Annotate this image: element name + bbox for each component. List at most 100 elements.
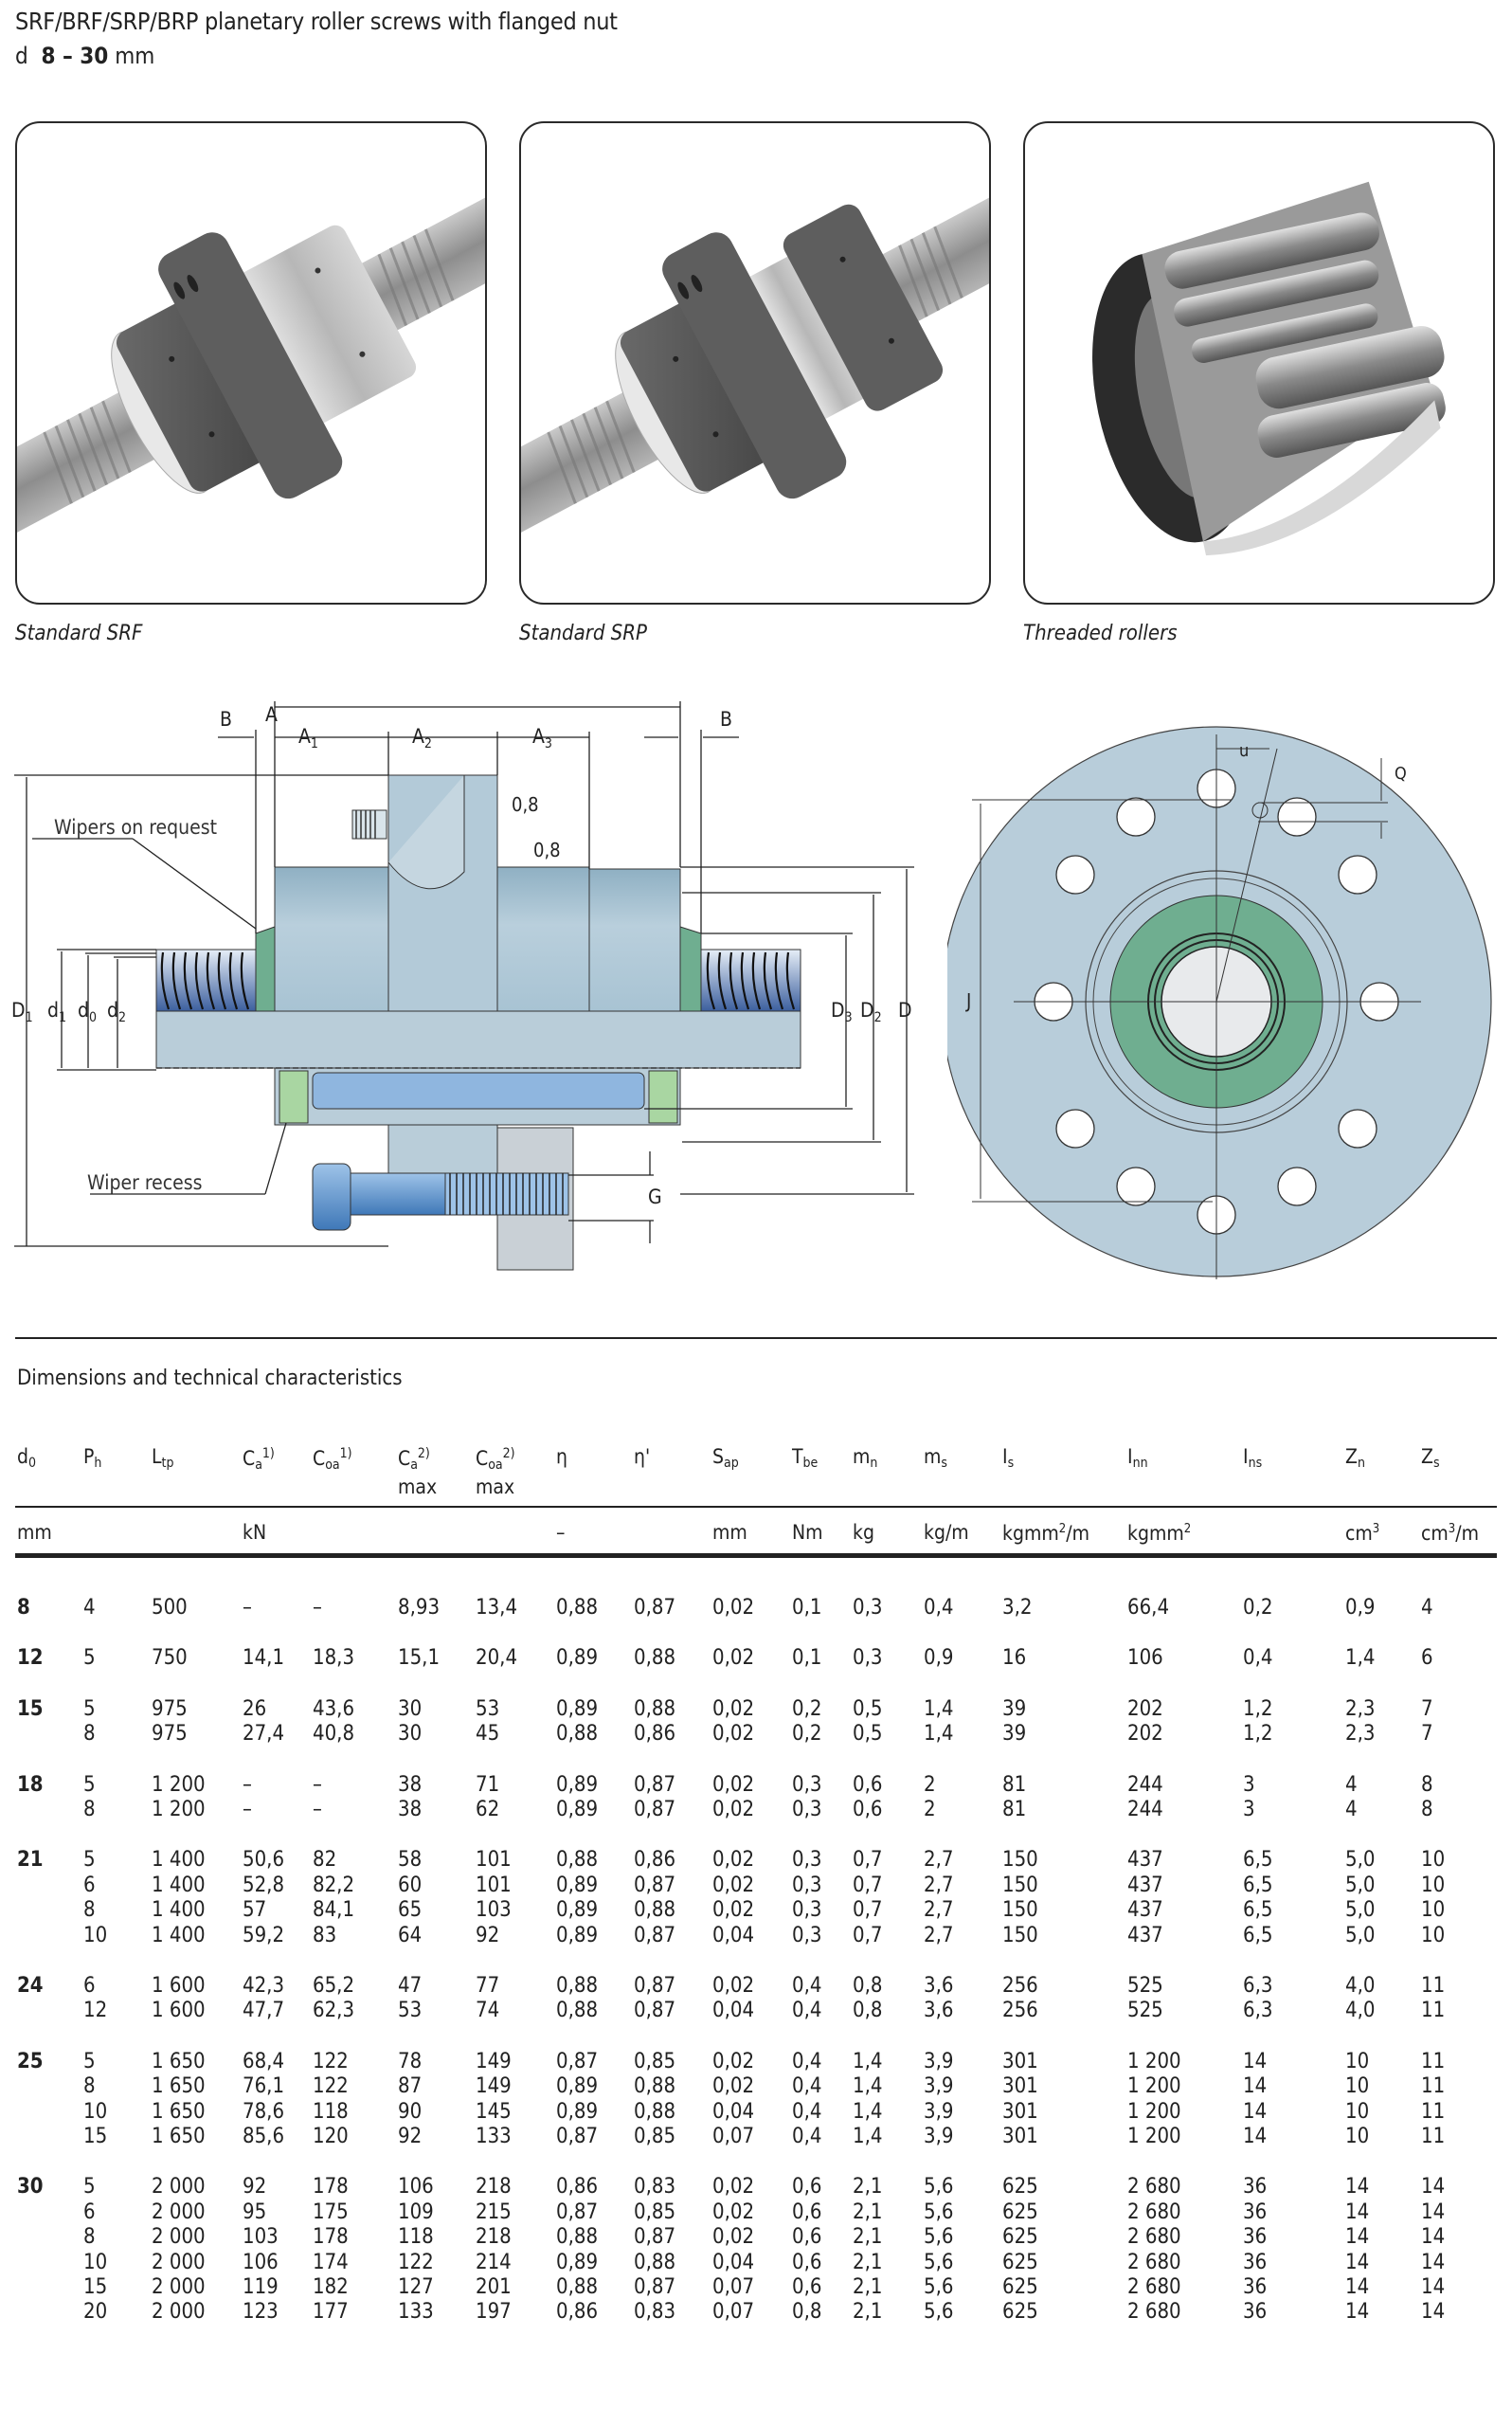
table-cell: 27,4 (243, 1722, 285, 1747)
table-cell: 2 000 (152, 2300, 206, 2325)
table-cell: 256 (1002, 1974, 1038, 1998)
unit-label: kg/m (924, 1521, 969, 1544)
table-cell: 0,89 (556, 1646, 599, 1671)
table-cell: 437 (1127, 1898, 1163, 1923)
table-cell: 13,4 (476, 1596, 518, 1620)
table-cell: 2,7 (924, 1898, 954, 1923)
column-header: Zn (1345, 1445, 1365, 1471)
table-cell: 4 (1345, 1798, 1358, 1821)
table-cell: 2 680 (1127, 2175, 1181, 2200)
table-cell: 2 680 (1127, 2225, 1181, 2250)
table-cell: 2,1 (853, 2225, 883, 2250)
table-cell: 40,8 (313, 1722, 355, 1747)
column-header: d0 (17, 1445, 37, 1471)
table-cell: 0,87 (634, 1873, 676, 1897)
table-cell: 101 (476, 1848, 512, 1873)
table-cell: 3 (1243, 1798, 1255, 1821)
table-cell: 0,88 (556, 1848, 599, 1873)
table-cell: 0,02 (712, 1873, 755, 1897)
table-cell: 15 (83, 2275, 108, 2299)
table-cell: 0,85 (634, 2049, 676, 2073)
table-cell: 122 (313, 2049, 349, 2073)
table-cell: 437 (1127, 1923, 1163, 1947)
table-cell: 62 (476, 1798, 500, 1821)
table-cell: 71 (476, 1772, 500, 1797)
table-cell: 0,85 (634, 2200, 676, 2224)
table-cell: 0,88 (556, 1596, 599, 1620)
table-cell: 118 (313, 2099, 349, 2124)
photo-standard-srp (519, 121, 991, 605)
roughness-2: 0,8 (533, 839, 561, 861)
table-cell: 975 (152, 1722, 188, 1747)
table-cell: 0,86 (556, 2175, 599, 2200)
table-cell: 1 200 (1127, 2125, 1181, 2148)
table-cell: 625 (1002, 2300, 1038, 2325)
table-cell: 2,7 (924, 1873, 954, 1897)
table-cell: 0,83 (634, 2175, 676, 2200)
table-cell: 84,1 (313, 1898, 355, 1923)
table-cell: 8 (83, 1798, 96, 1821)
photo-standard-srf (15, 121, 487, 605)
table-cell: 0,4 (1243, 1646, 1273, 1671)
table-cell: 2,1 (853, 2300, 883, 2325)
table-cell: 1,2 (1243, 1722, 1273, 1747)
table-cell: 0,86 (556, 2300, 599, 2325)
table-cell: 6 (83, 1873, 96, 1897)
label-wiper-recess: Wiper recess (87, 1171, 203, 1194)
group-d0: 30 (17, 2175, 44, 2200)
dim-D1: D1 (11, 999, 33, 1025)
table-cell: 0,6 (792, 2225, 822, 2250)
table-cell: 0,6 (792, 2275, 822, 2299)
dim-D3: D3 (831, 999, 853, 1025)
group-d0: 21 (17, 1848, 44, 1873)
table-cell: 2 (924, 1772, 936, 1797)
table-cell: 0,3 (792, 1848, 822, 1873)
table-cell: 0,87 (634, 2275, 676, 2299)
table-cell: 0,87 (634, 1974, 676, 1998)
table-cell: 47,7 (243, 1999, 285, 2023)
table-cell: 0,02 (712, 1722, 755, 1747)
table-cell: 52,8 (243, 1873, 285, 1897)
table-cell: 150 (1002, 1898, 1038, 1923)
column-header: Ca2)max (398, 1446, 438, 1498)
table-cell: 0,89 (556, 1696, 599, 1721)
threaded-rollers-cutaway-photo-icon (1092, 181, 1446, 556)
table-cell: 0,07 (712, 2300, 755, 2325)
table-cell: 0,6 (792, 2200, 822, 2224)
units-rule (15, 1553, 1497, 1558)
flanged-nut-srf-photo-icon (17, 191, 485, 535)
column-header: Sap (712, 1445, 739, 1471)
dim-J: J (965, 989, 971, 1012)
table-cell: 202 (1127, 1722, 1163, 1747)
table-cell: – (243, 1596, 252, 1620)
table-cell: 20,4 (476, 1646, 518, 1671)
table-cell: 5,0 (1345, 1898, 1376, 1923)
table-cell: 16 (1002, 1646, 1027, 1671)
table-cell: 437 (1127, 1873, 1163, 1897)
table-cell: – (243, 1772, 252, 1797)
table-cell: 625 (1002, 2225, 1038, 2250)
table-cell: 10 (1345, 2074, 1370, 2099)
table-cell: 178 (313, 2175, 349, 2200)
table-cell: 0,3 (853, 1646, 883, 1671)
table-cell: 2 (924, 1798, 936, 1821)
table-cell: 0,1 (792, 1646, 822, 1671)
table-cell: 4,0 (1345, 1974, 1376, 1998)
table-cell: 14 (1345, 2225, 1370, 2250)
table-cell: 11 (1421, 1974, 1446, 1998)
table-cell: 2 680 (1127, 2200, 1181, 2224)
dim-A1: A1 (298, 725, 318, 751)
table-cell: 58 (398, 1848, 423, 1873)
table-cell: 7 (1421, 1722, 1433, 1747)
table-cell: 10 (1421, 1848, 1446, 1873)
table-cell: 8 (1421, 1798, 1433, 1821)
table-cell: 64 (398, 1923, 423, 1947)
table-cell: 0,87 (634, 1798, 676, 1821)
table-cell: 0,6 (792, 2175, 822, 2200)
table-cell: 14,1 (243, 1646, 285, 1671)
table-cell: 197 (476, 2300, 512, 2325)
table-cell: 0,7 (853, 1873, 883, 1897)
table-cell: 437 (1127, 1848, 1163, 1873)
group-d0: 18 (17, 1772, 44, 1797)
table-cell: 150 (1002, 1848, 1038, 1873)
